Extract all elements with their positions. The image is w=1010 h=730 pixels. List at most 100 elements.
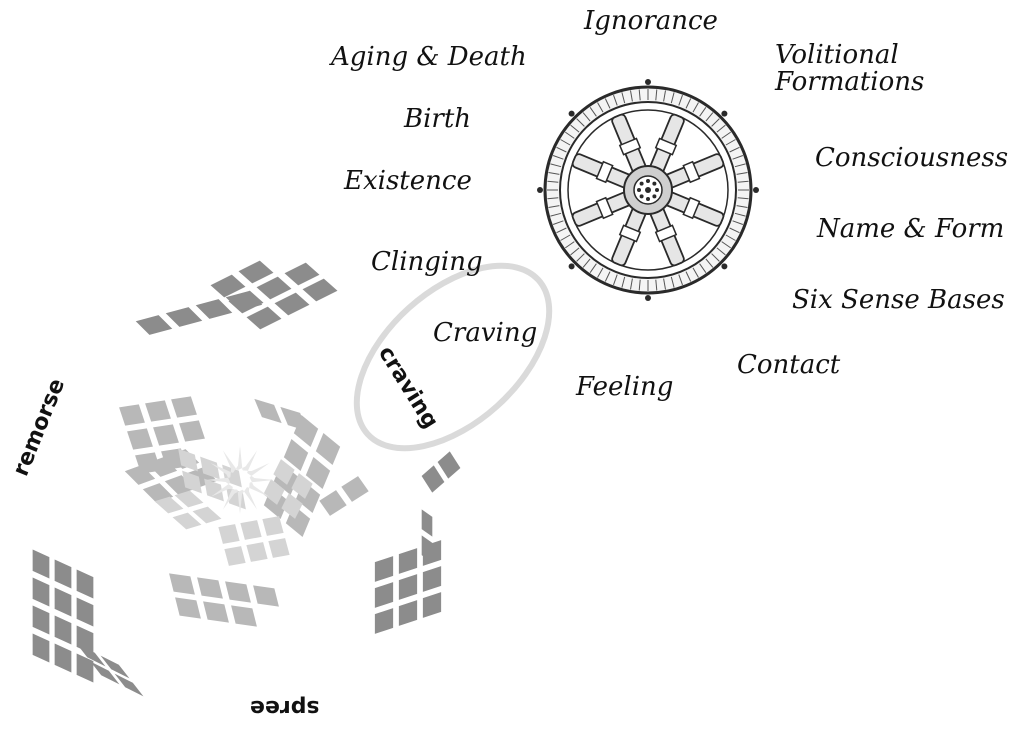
mandala-tile bbox=[231, 605, 257, 627]
mandala-tile bbox=[291, 473, 313, 499]
mandala-tile bbox=[195, 299, 233, 319]
mandala-tile bbox=[54, 587, 72, 617]
label-consciousness: Consciousness bbox=[815, 143, 1009, 173]
mandala-tile bbox=[223, 487, 238, 510]
mandala-tile bbox=[146, 457, 178, 477]
label-existence: Existence bbox=[344, 166, 472, 196]
mandala-tile bbox=[164, 475, 196, 495]
mandala-tile bbox=[192, 506, 222, 524]
mandala-tile bbox=[374, 582, 394, 608]
label-name-and-form: Name & Form bbox=[817, 214, 1005, 244]
mandala-tile bbox=[263, 479, 285, 505]
mandala-tile bbox=[305, 457, 331, 489]
mandala-tile bbox=[145, 400, 171, 422]
mandala-tile bbox=[119, 404, 145, 426]
mandala-tile bbox=[247, 482, 270, 497]
mandala-tile bbox=[254, 398, 282, 424]
mandala-tile bbox=[237, 446, 250, 471]
mandala-tile bbox=[268, 538, 290, 558]
mandala-tile bbox=[32, 577, 50, 607]
mandala-tile bbox=[374, 556, 394, 582]
mandala-tile bbox=[240, 520, 262, 540]
mandala-tile bbox=[242, 450, 257, 473]
mandala-tile bbox=[224, 546, 246, 566]
mandala-tile bbox=[230, 489, 243, 514]
mandala-tile bbox=[32, 549, 50, 579]
mandala-tile bbox=[175, 597, 201, 619]
mandala-tile bbox=[218, 524, 240, 544]
mandala-tile bbox=[283, 439, 309, 471]
mandala-tile bbox=[210, 479, 233, 497]
mandala-tile bbox=[154, 496, 184, 514]
mandala-tile bbox=[421, 509, 433, 537]
mandala-tile bbox=[422, 592, 442, 618]
mandala-tile bbox=[253, 585, 279, 607]
mandala-tile bbox=[172, 512, 202, 530]
label-birth: Birth bbox=[404, 104, 472, 134]
label-volitional-formations: Volitional Formations bbox=[775, 40, 925, 98]
mandala-tile bbox=[171, 396, 197, 418]
mandala-tile bbox=[228, 290, 264, 314]
mandala-tile bbox=[262, 516, 284, 536]
mandala-tile bbox=[238, 260, 274, 284]
mandala-tile bbox=[182, 470, 202, 494]
mandala-tile bbox=[398, 600, 418, 626]
label-six-sense-bases: Six Sense Bases bbox=[792, 285, 1005, 315]
mandala-tile bbox=[256, 276, 292, 300]
mandala-tile bbox=[76, 569, 94, 599]
mandala-tile bbox=[223, 450, 241, 473]
mandala-tile bbox=[280, 406, 308, 432]
mandala-tile bbox=[204, 478, 224, 502]
mandala-tile bbox=[54, 559, 72, 589]
mandala-tile bbox=[341, 476, 369, 502]
mandala-tile bbox=[284, 262, 320, 286]
mandala-tile bbox=[422, 566, 442, 592]
mandala-tile bbox=[178, 448, 198, 472]
mandala-tile bbox=[76, 643, 106, 667]
mandala-tile bbox=[90, 661, 120, 685]
mandala-tile bbox=[273, 459, 295, 485]
label-craving: Craving bbox=[433, 318, 538, 348]
mandala-tile bbox=[165, 307, 203, 327]
mandala-tile bbox=[249, 477, 274, 490]
mandala-tile bbox=[54, 643, 72, 673]
label-contact: Contact bbox=[737, 350, 841, 380]
mandala-tile bbox=[124, 465, 156, 485]
mandala-tile bbox=[32, 633, 50, 663]
mandala-tile bbox=[421, 535, 433, 563]
mandala-tile bbox=[200, 456, 220, 480]
mandala-tile bbox=[421, 465, 445, 493]
mandala-tile bbox=[169, 573, 195, 595]
mandala-tile bbox=[374, 608, 394, 634]
mandala-tile bbox=[319, 490, 347, 516]
mandala-tile bbox=[127, 428, 153, 450]
mandala-tile bbox=[246, 542, 268, 562]
mandala-tile bbox=[302, 278, 338, 302]
mandala-tile bbox=[225, 581, 251, 603]
mandala-tile bbox=[54, 615, 72, 645]
label-ignorance: Ignorance bbox=[584, 6, 718, 36]
mandala-tile bbox=[398, 548, 418, 574]
mandala-tile bbox=[315, 433, 341, 465]
mandala-tile bbox=[203, 601, 229, 623]
mandala-tile bbox=[437, 451, 461, 479]
mandala-tile bbox=[32, 605, 50, 635]
mandala-tile bbox=[76, 597, 94, 627]
mandala-tile bbox=[398, 574, 418, 600]
mandala-tile bbox=[76, 653, 94, 683]
label-feeling: Feeling bbox=[576, 372, 674, 402]
mandala-tile bbox=[210, 463, 233, 478]
label-aging-and-death: Aging & Death bbox=[331, 42, 527, 72]
mandala-tile bbox=[179, 420, 205, 442]
mandala-tile bbox=[197, 577, 223, 599]
mandala-tile bbox=[281, 493, 303, 519]
mandala-tile bbox=[174, 490, 204, 508]
label-clinging: Clinging bbox=[371, 247, 483, 277]
mandala-tile bbox=[246, 306, 282, 330]
mandala-tile bbox=[153, 424, 179, 446]
mandala-tile bbox=[247, 463, 270, 481]
